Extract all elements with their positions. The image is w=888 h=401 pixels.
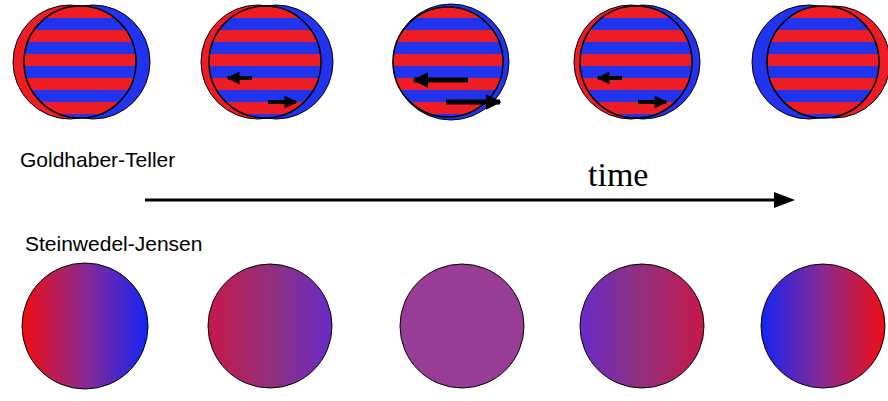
model-label: Goldhaber-Teller xyxy=(20,148,175,171)
gt-frame-5 xyxy=(752,5,888,119)
shape xyxy=(145,199,776,202)
shape xyxy=(228,76,252,80)
shape xyxy=(209,6,321,118)
shape xyxy=(268,100,296,104)
shape xyxy=(393,4,509,120)
shape xyxy=(414,78,468,83)
gt-frame-2 xyxy=(201,5,333,119)
shape xyxy=(638,100,666,104)
shape xyxy=(598,76,622,80)
shape xyxy=(580,264,704,388)
sj-frames xyxy=(22,263,885,389)
axis-label: time xyxy=(588,156,648,193)
shape xyxy=(774,192,795,208)
shape xyxy=(446,100,500,105)
model-label: Steinwedel-Jensen xyxy=(25,232,202,255)
shape xyxy=(400,264,524,388)
shape xyxy=(767,6,879,118)
shape xyxy=(393,7,503,117)
time-arrow xyxy=(145,192,795,208)
gt-frame-1 xyxy=(13,5,150,119)
shape xyxy=(580,6,692,118)
shape xyxy=(24,6,136,118)
shape xyxy=(761,264,885,388)
shape xyxy=(22,263,148,389)
gt-frame-3 xyxy=(393,4,509,120)
shape xyxy=(208,264,332,388)
gt-frame-4 xyxy=(574,5,700,119)
